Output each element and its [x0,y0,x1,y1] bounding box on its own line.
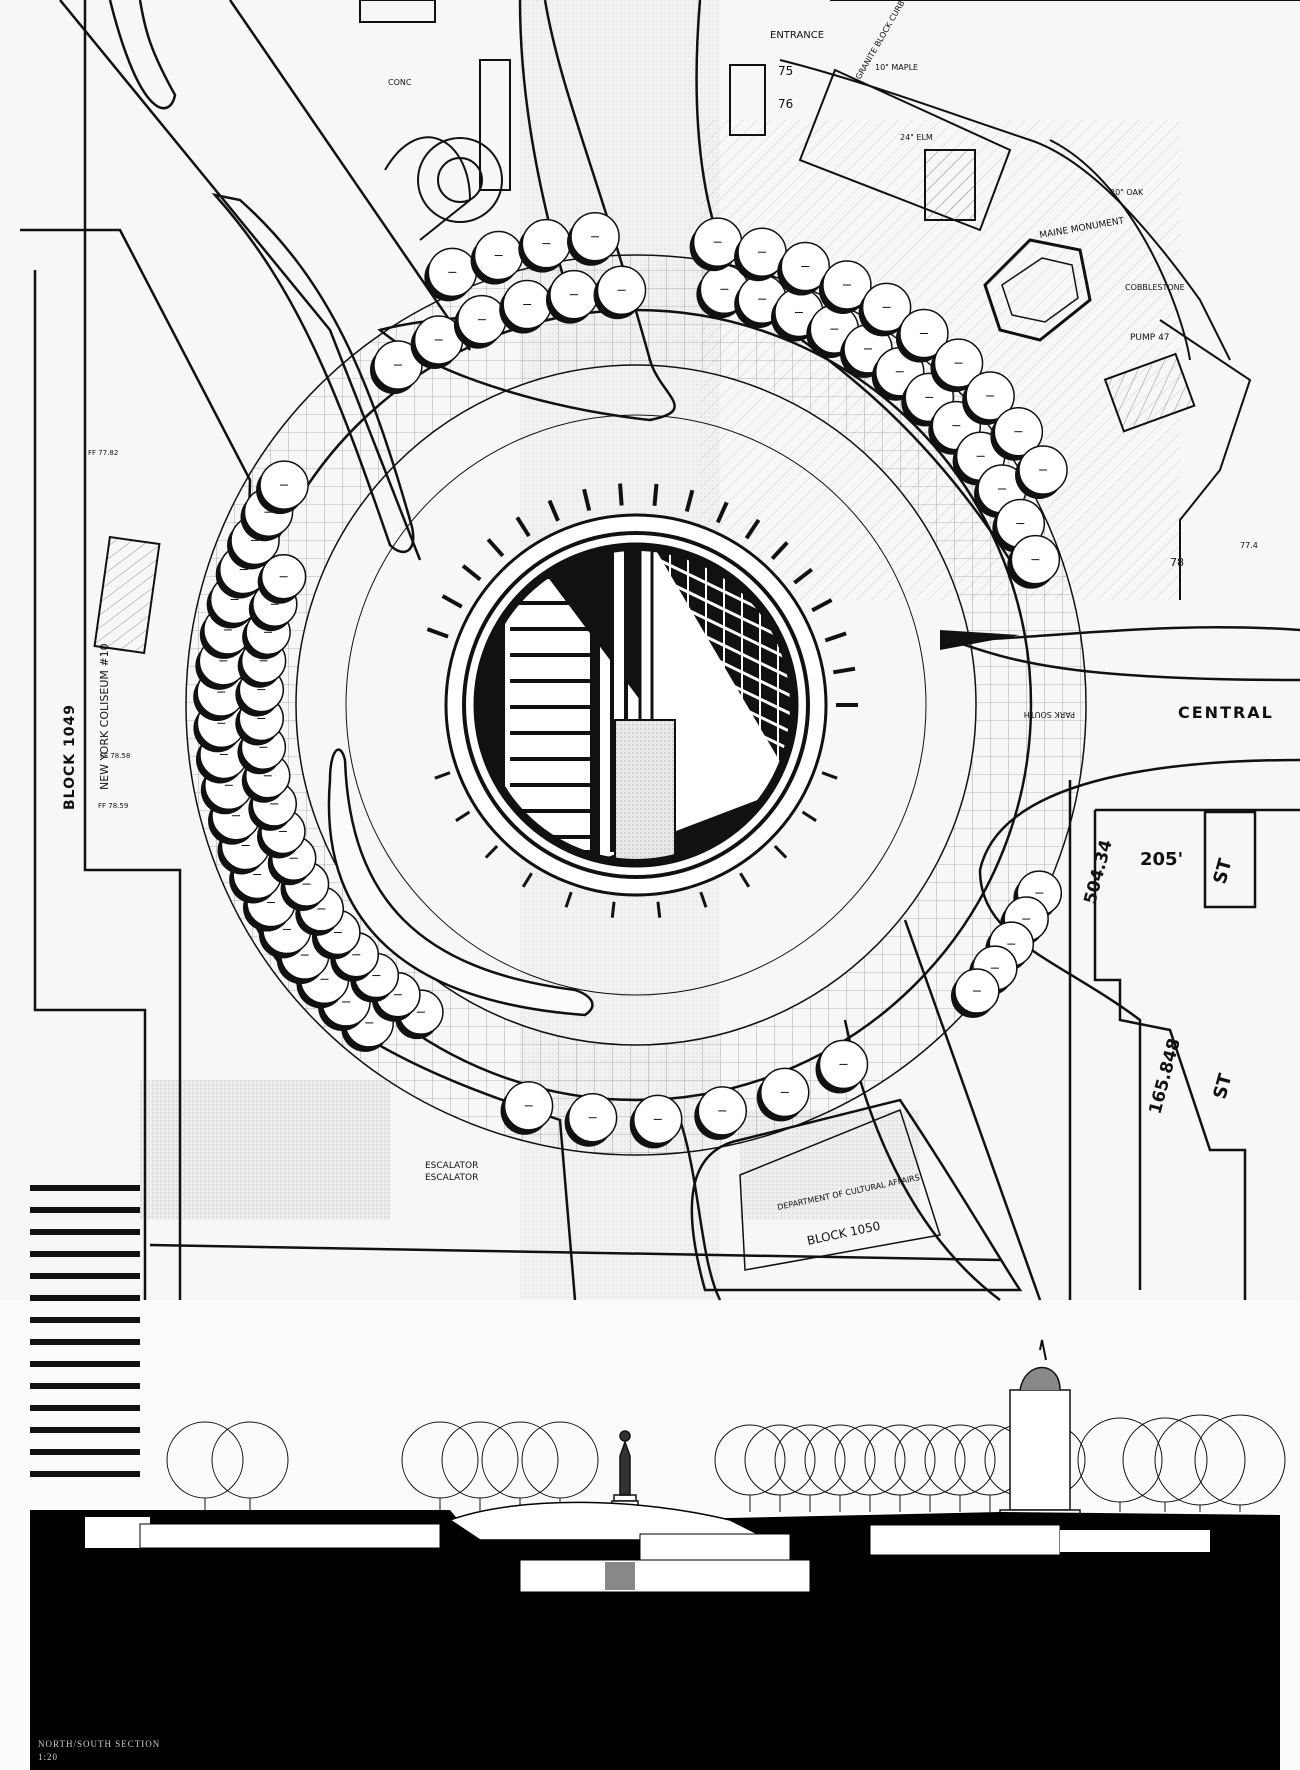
maine-monument-elevation [999,1339,1081,1541]
tree-canopy [777,241,831,296]
tree-canopy [858,282,912,337]
elm-label: 24" ELM [900,133,933,142]
ff-label-3: FF 77.82 [88,449,118,457]
section-trees [166,1414,1286,1512]
tree-canopy [257,553,307,604]
entrance-label: ENTRANCE [770,30,824,41]
tree-canopy [990,406,1044,461]
dim-205-label: 205' [1140,849,1183,870]
maple-label: 10" MAPLE [875,63,918,72]
tree-canopy [962,371,1015,425]
park-south-label: PARK SOUTH [1024,710,1075,719]
oak-label: 20" OAK [1110,188,1144,197]
escalator-label-2: ESCALATOR [425,1173,478,1183]
tree-canopy [629,1094,683,1149]
elev-75-label: 75 [778,64,793,78]
tree-canopy [815,1039,869,1094]
tree-canopy [545,269,599,324]
conc-label: CONC [388,78,412,87]
tree-canopy [410,315,464,369]
elev-77-label: 77.4 [1240,541,1258,550]
ff-label-1: FF 78.59 [98,802,128,810]
tree-canopy [818,260,872,314]
tree-canopy [1015,445,1068,499]
tree-canopy [593,265,647,320]
bench-ticks [426,483,858,918]
pump-label: PUMP 47 [1130,333,1170,343]
crosswalk-stripes [30,1185,140,1477]
tree-canopy [470,230,524,285]
tree-canopy [756,1067,810,1122]
coliseum-label: NEW YORK COLISEUM #10 [98,643,111,790]
tree-canopy [930,338,984,393]
tree-canopy [694,1086,748,1140]
tree-canopy [369,340,423,395]
tree-canopies [193,212,1068,1149]
section-title: NORTH/SOUTH SECTION [38,1739,160,1749]
tree-canopy [564,1092,618,1147]
maine-monument-outline [983,238,1092,342]
tree-canopy [734,227,787,282]
escalator-label-1: ESCALATOR [425,1161,478,1171]
tree-canopy [689,217,743,272]
tree-canopy [567,212,620,266]
block-1049-label: BLOCK 1049 [62,704,78,810]
tree-canopy [518,218,572,273]
cobblestone-label: COBBLESTONE [1125,283,1185,292]
elev-76-label: 76 [778,97,793,111]
tree-canopy [256,460,309,515]
section-scale: 1:20 [38,1752,58,1762]
central-street-label: CENTRAL [1178,703,1274,722]
tree-canopy [1007,534,1061,589]
ff-label-2: FF 78.58 [100,752,130,760]
tree-canopy [895,308,949,363]
tree-canopy [950,968,1000,1019]
elev-78-label: 78 [1170,556,1184,569]
tree-canopy [500,1081,554,1135]
